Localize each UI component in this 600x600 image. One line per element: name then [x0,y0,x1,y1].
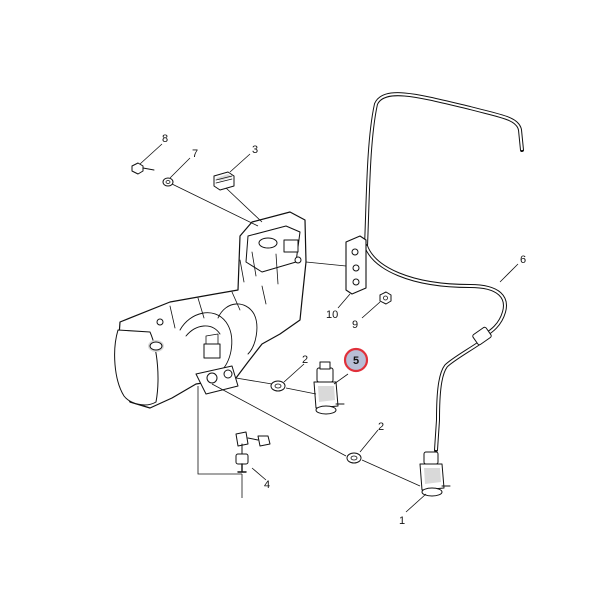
callout-6: 6 [520,254,526,266]
callout-2-upper: 2 [302,354,308,366]
pump-grommet-upper [270,380,286,392]
callout-5: 5 [353,355,359,367]
washer-hose [364,92,524,452]
pump-grommet-lower [346,452,362,464]
grommet-cap [213,171,235,191]
level-sensor [197,386,271,498]
washer-reservoir [114,211,307,409]
callout-2-lower: 2 [378,421,384,433]
callout-9: 9 [352,319,358,331]
callout-10: 10 [326,309,338,321]
callout-3: 3 [252,144,258,156]
washer-ring [162,177,174,187]
washer-pump-upper [313,361,345,415]
washer-pump-lower [419,451,451,497]
callout-5-highlight: 5 [343,347,369,373]
callout-8: 8 [162,133,168,145]
callout-1: 1 [399,515,405,527]
bolt-screw [131,162,155,175]
callout-7: 7 [192,148,198,160]
callout-4: 4 [264,479,270,491]
mounting-bracket [305,235,367,295]
nut-fastener [379,291,392,305]
